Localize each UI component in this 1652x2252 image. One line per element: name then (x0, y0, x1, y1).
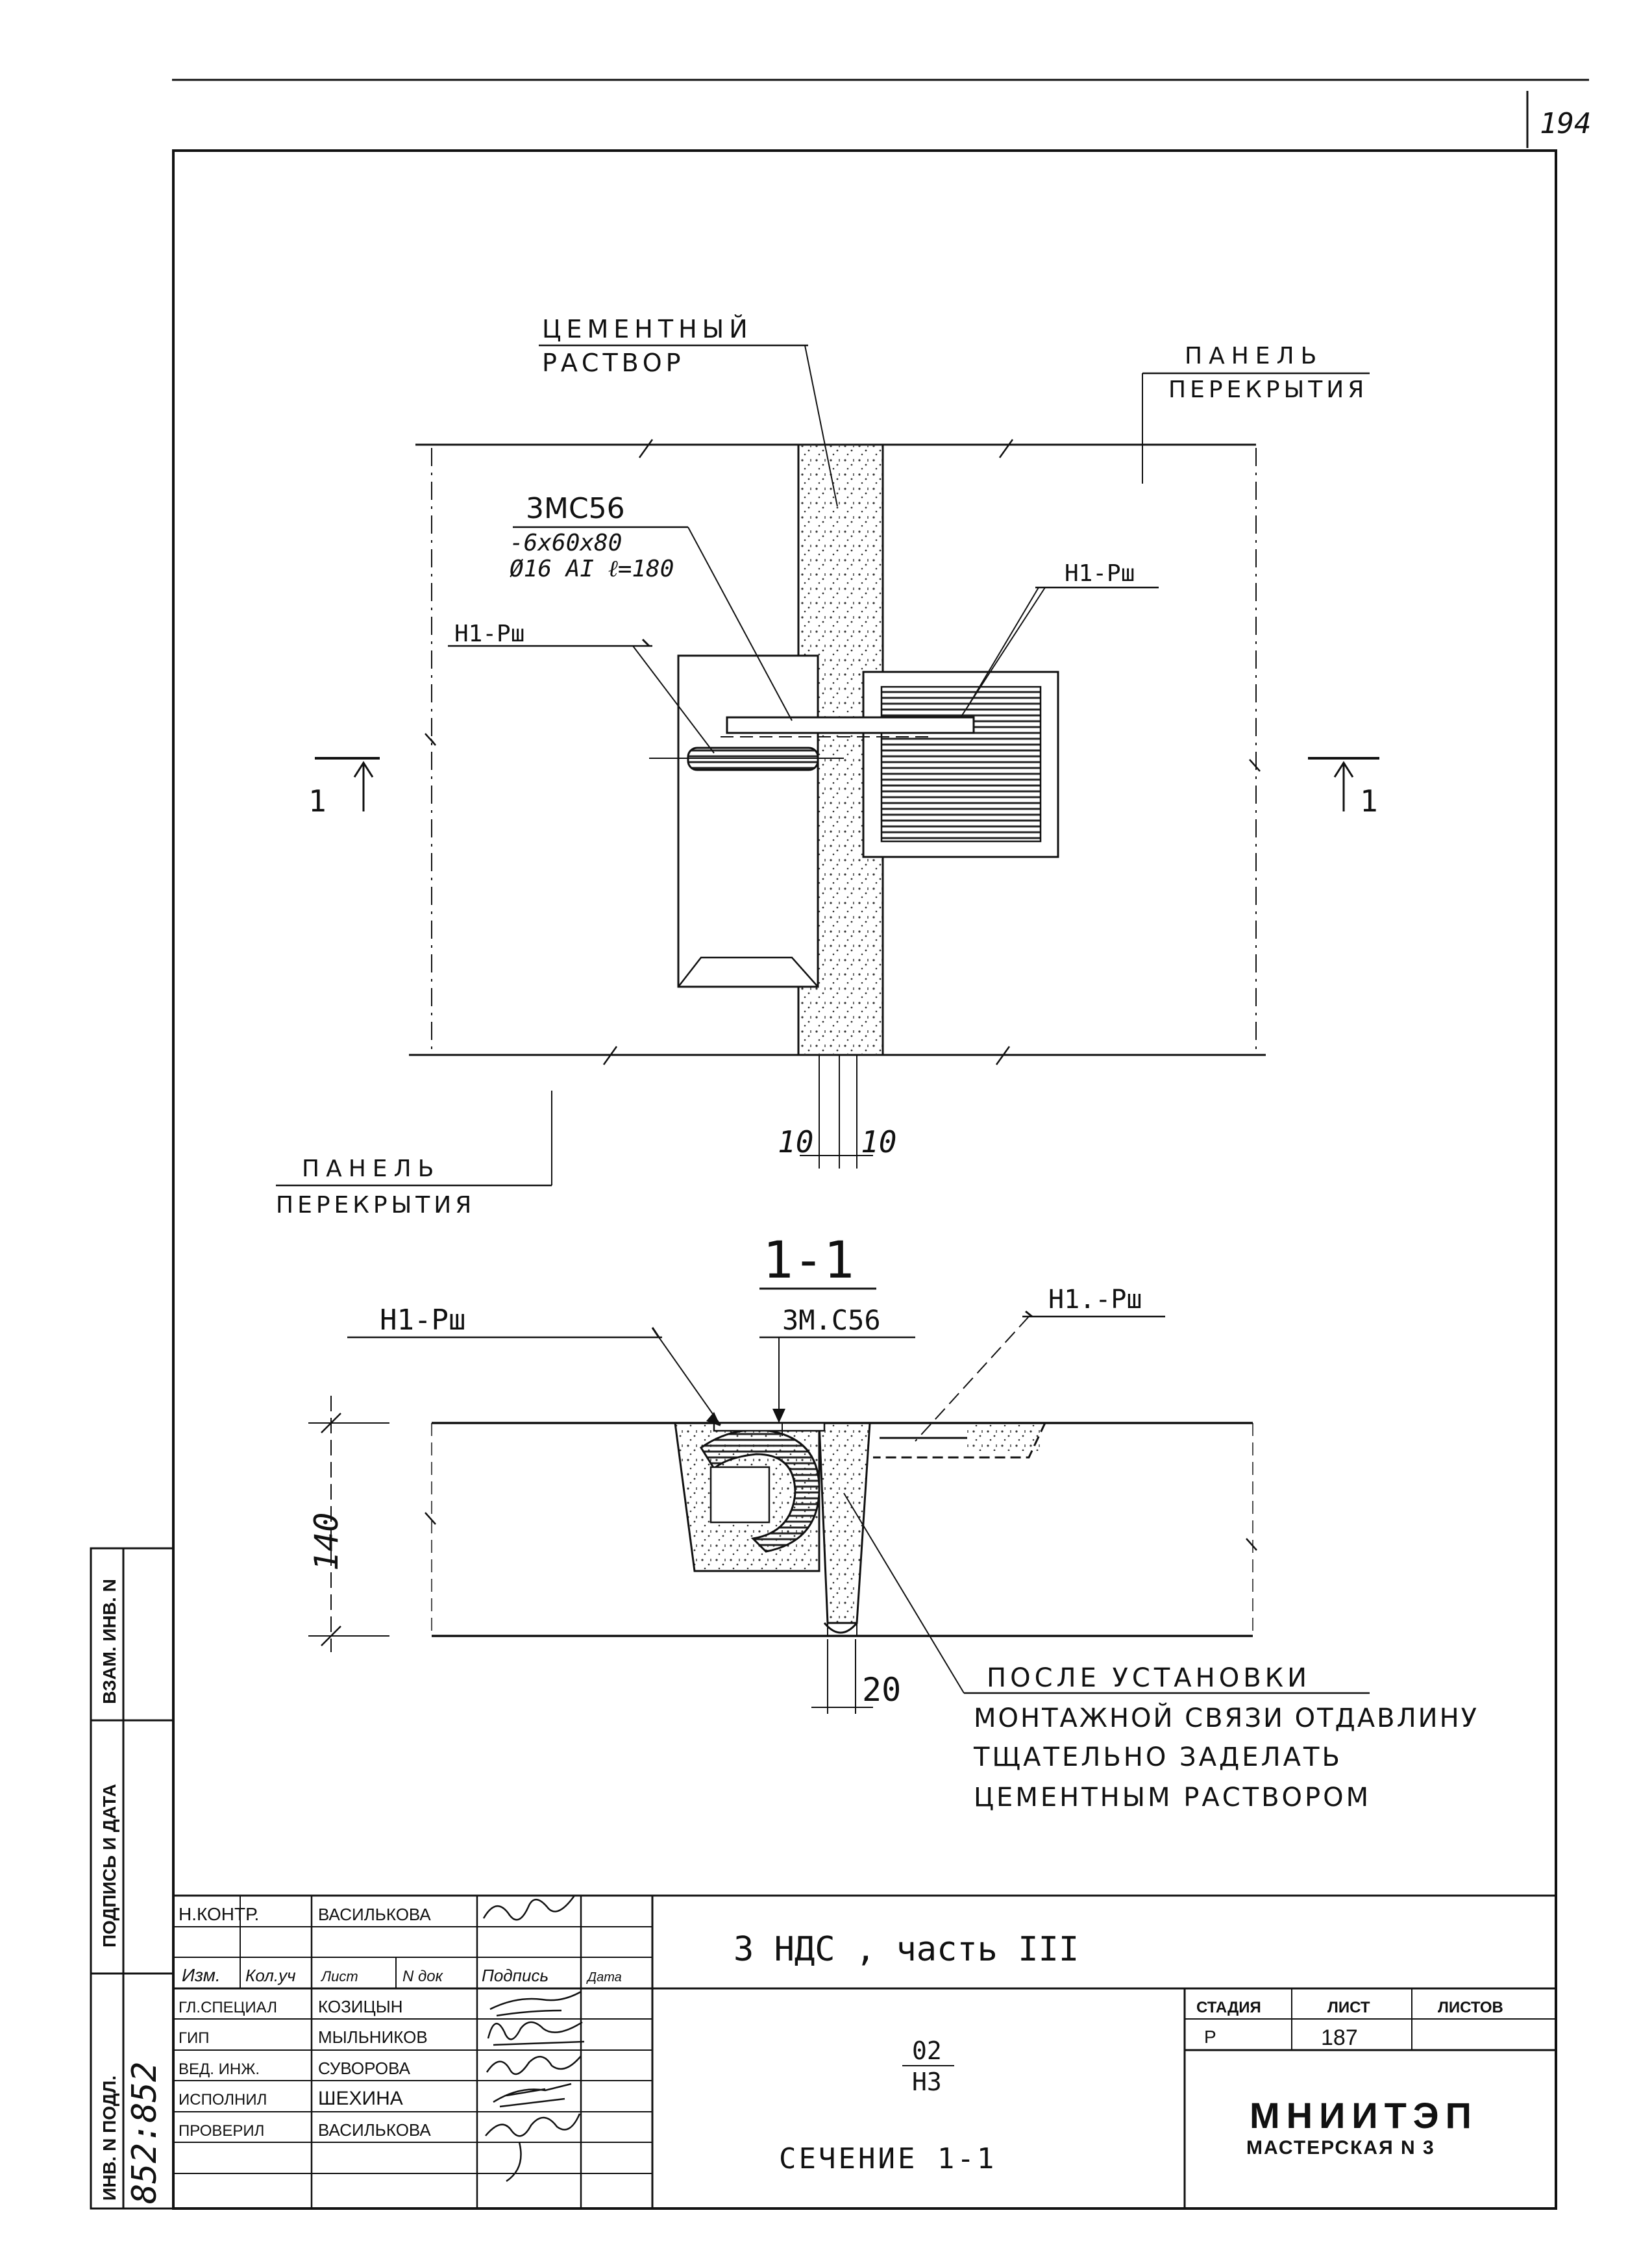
note-line-3: ТЩАТЕЛЬНО ЗАДЕЛАТЬ (973, 1742, 1342, 1772)
title-block: Изм. Кол.уч Лист N док Подпись Дата Н.КО… (173, 1894, 1556, 2209)
hdr-sign: Подпись (482, 1966, 549, 1985)
section-embed-label-right: Н1.-Рш (1048, 1285, 1142, 1315)
section-dim-height: 140 (308, 1513, 345, 1571)
connector-plate (726, 716, 975, 734)
connector-spec-2: Ø16 АI ℓ=180 (510, 556, 674, 582)
staff-role-2: ГИП (179, 2029, 210, 2047)
connector-spec-1: -6х60х80 (510, 530, 622, 556)
dim-right: 10 (861, 1124, 896, 1159)
staff-role-3: ВЕД. ИНЖ. (179, 2060, 260, 2078)
org-name: МНИИТЭП (1250, 2095, 1478, 2136)
side-stamp: ИНВ. N ПОДЛ. ПОДПИСЬ И ДАТА ВЗАМ. ИНВ. N… (90, 1547, 175, 2210)
org-workshop: МАСТЕРСКАЯ N 3 (1246, 2137, 1435, 2159)
plan-view: 1 1 ЦЕМЕНТНЫЙ РАСТВОР ПАНЕЛЬ ПЕРЕКРЫТИЯ … (276, 315, 1379, 1219)
signatures (482, 1895, 585, 2183)
doc-code-top: 02 (912, 2036, 942, 2065)
staff-name-3: СУВОРОВА (318, 2059, 411, 2078)
page-number: 194 (1540, 107, 1591, 140)
section-dim-gap: 20 (862, 1671, 901, 1709)
hdr-list: Лист (320, 1968, 358, 1985)
stage-header: СТАДИЯ (1196, 1999, 1261, 2016)
sheets-header: ЛИСТОВ (1438, 1999, 1503, 2016)
stamp-sign-label: ПОДПИСЬ И ДАТА (99, 1784, 119, 1948)
section-connector-label: 3М.С56 (782, 1304, 881, 1336)
staff-role-4: ИСПОЛНИЛ (179, 2091, 267, 2109)
sheet-title: СЕЧЕНИЕ 1-1 (779, 2142, 996, 2175)
slab-label-top-2: ПЕРЕКРЫТИЯ (1168, 377, 1368, 403)
project-title: 3 НДС , часть III (734, 1930, 1079, 1969)
hdr-date: Дата (586, 1970, 622, 1985)
stamp-inv-label: ИНВ. N ПОДЛ. (99, 2075, 119, 2201)
cement-mortar-label-2: РАСТВОР (542, 349, 685, 377)
section-view: 1-1 Н1-Рш 3М.С56 Н1. (308, 1231, 1479, 1813)
note-line-1: ПОСЛЕ УСТАНОВКИ (987, 1663, 1311, 1693)
slab-label-bottom-1: ПАНЕЛЬ (302, 1156, 440, 1182)
embed-label-right: Н1-Рш (1065, 560, 1135, 587)
doc-code-bottom: Н3 (912, 2068, 942, 2096)
sheet-value: 187 (1321, 2025, 1358, 2050)
staff-name-0: ВАСИЛЬКОВА (318, 1905, 431, 1924)
note-line-2: МОНТАЖНОЙ СВЯЗИ ОТДАВЛИНУ (974, 1702, 1479, 1733)
slab-label-top-1: ПАНЕЛЬ (1185, 343, 1323, 369)
dim-left: 10 (778, 1124, 813, 1159)
left-recess (677, 654, 819, 988)
connector-label: 3МС56 (526, 492, 625, 525)
staff-name-1: КОЗИЦЫН (318, 1997, 403, 2016)
section-embed-label-left: Н1-Рш (380, 1304, 465, 1337)
hdr-koluch: Кол.уч (245, 1966, 296, 1985)
sheet-header: ЛИСТ (1327, 1999, 1370, 2016)
slab-label-bottom-2: ПЕРЕКРЫТИЯ (276, 1192, 475, 1219)
section-mark-right: 1 (1360, 784, 1378, 819)
staff-name-5: ВАСИЛЬКОВА (318, 2120, 431, 2140)
cement-mortar-label-1: ЦЕМЕНТНЫЙ (542, 315, 753, 343)
note-line-4: ЦЕМЕНТНЫМ РАСТВОРОМ (974, 1783, 1371, 1813)
right-embed-plate (880, 686, 1042, 843)
staff-role-0: Н.КОНТР. (179, 1904, 259, 1924)
staff-role-1: ГЛ.СПЕЦИАЛ (179, 1999, 277, 2016)
stamp-inv-handwritten: 852:852 (125, 2062, 164, 2204)
hdr-izm: Изм. (182, 1965, 221, 1985)
staff-name-4: ШЕХИНА (318, 2088, 403, 2109)
stage-value: Р (1204, 2027, 1216, 2047)
staff-name-2: МЫЛЬНИКОВ (318, 2027, 428, 2047)
hdr-ndok: N док (402, 1968, 444, 1985)
sheet-frame (172, 149, 1557, 2210)
section-mark-left: 1 (308, 784, 327, 819)
embed-label-left: Н1-Рш (454, 621, 524, 647)
stamp-replace-label: ВЗАМ. ИНВ. N (99, 1579, 119, 1704)
section-title: 1-1 (763, 1231, 854, 1290)
staff-role-5: ПРОВЕРИЛ (179, 2122, 264, 2140)
